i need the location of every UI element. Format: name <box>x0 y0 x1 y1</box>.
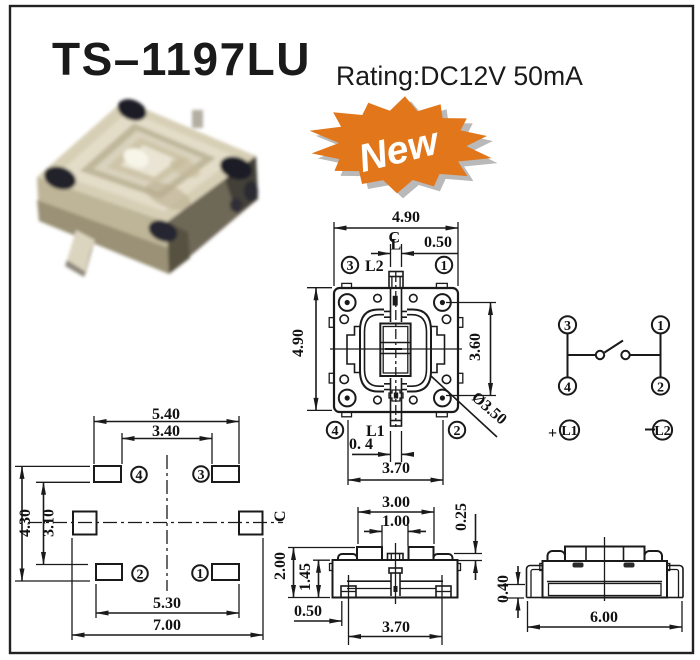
svg-text:3.00: 3.00 <box>382 494 410 511</box>
svg-text:4: 4 <box>136 469 143 484</box>
svg-text:3.70: 3.70 <box>382 460 410 477</box>
svg-text:1.00: 1.00 <box>382 513 410 530</box>
svg-text:C: C <box>272 510 289 522</box>
svg-text:+: + <box>548 425 557 442</box>
svg-text:3: 3 <box>198 468 205 483</box>
svg-text:2: 2 <box>454 424 461 439</box>
svg-text:2.00: 2.00 <box>272 552 289 580</box>
svg-text:2: 2 <box>137 568 144 583</box>
svg-text:0.40: 0.40 <box>495 575 512 603</box>
svg-text:L1: L1 <box>366 423 385 440</box>
svg-text:Ø3.50: Ø3.50 <box>468 389 510 428</box>
svg-text:3: 3 <box>564 319 571 334</box>
svg-text:6.00: 6.00 <box>590 609 618 626</box>
svg-text:4: 4 <box>564 381 571 396</box>
svg-text:3.70: 3.70 <box>382 619 410 636</box>
svg-text:1.45: 1.45 <box>297 563 314 591</box>
svg-text:Rating:DC12V 50mA: Rating:DC12V 50mA <box>336 61 583 91</box>
svg-text:0.25: 0.25 <box>453 503 470 531</box>
svg-text:3.60: 3.60 <box>467 333 484 361</box>
svg-text:3.10: 3.10 <box>41 509 58 537</box>
svg-text:C: C <box>389 230 401 247</box>
svg-text:4.30: 4.30 <box>17 509 34 537</box>
svg-text:TS–1197LU: TS–1197LU <box>52 33 311 85</box>
svg-text:2: 2 <box>657 381 664 396</box>
svg-text:L: L <box>391 237 402 254</box>
svg-text:5.40: 5.40 <box>152 406 180 423</box>
svg-text:4: 4 <box>332 424 339 439</box>
svg-text:1: 1 <box>197 567 204 582</box>
svg-text:0.50: 0.50 <box>294 603 322 620</box>
svg-text:4.90: 4.90 <box>290 329 307 357</box>
svg-text:1: 1 <box>441 259 448 274</box>
svg-text:4.90: 4.90 <box>392 209 420 226</box>
svg-text:L2: L2 <box>365 258 384 275</box>
svg-text:1: 1 <box>657 319 664 334</box>
svg-text:7.00: 7.00 <box>153 617 181 634</box>
svg-text:0.50: 0.50 <box>424 234 452 251</box>
svg-text:L2: L2 <box>654 424 670 439</box>
svg-text:5.30: 5.30 <box>153 595 181 612</box>
svg-text:L1: L1 <box>561 424 577 439</box>
svg-text:3.40: 3.40 <box>152 423 180 440</box>
svg-text:3: 3 <box>347 259 354 274</box>
svg-text:0. 4: 0. 4 <box>349 436 373 453</box>
